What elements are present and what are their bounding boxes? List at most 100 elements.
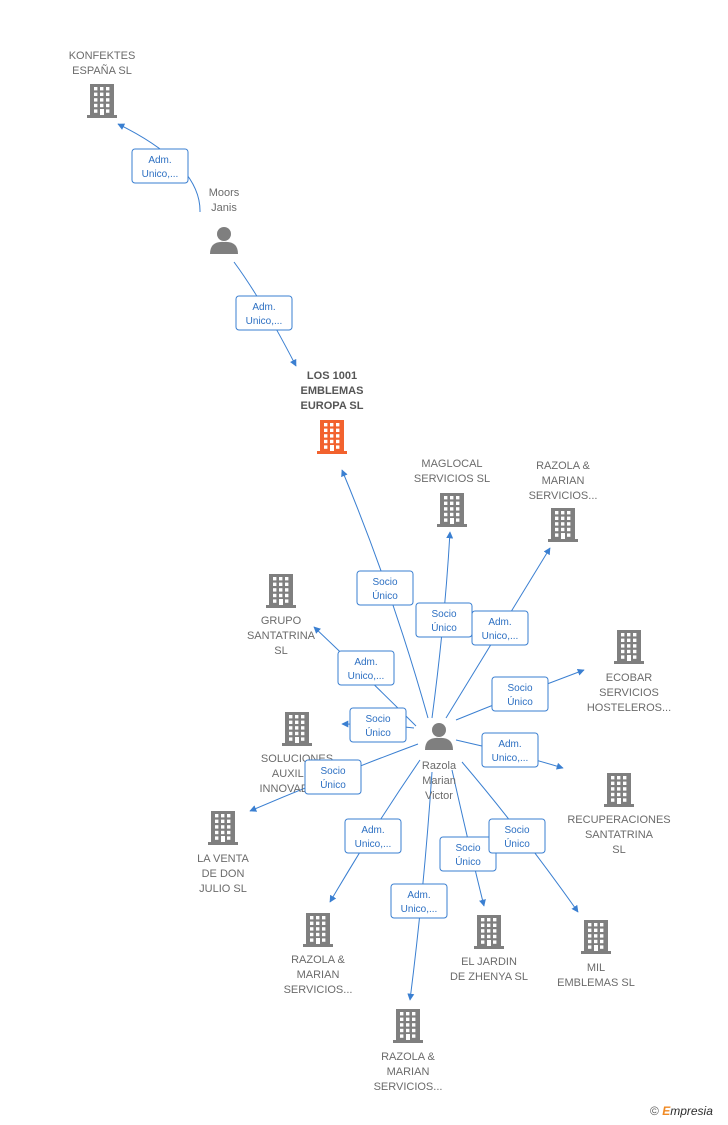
node-label: SERVICIOS SL (414, 473, 490, 485)
brand-logo-text: mpresia (670, 1104, 713, 1118)
building-icon (614, 630, 644, 664)
person-icon (210, 227, 238, 254)
relation-label-text: Único (431, 621, 457, 634)
node-label: SL (612, 844, 625, 856)
edge-labels-layer: Adm.Unico,...Adm.Unico,...SocioÚnicoSoci… (131, 148, 549, 919)
node-label: Marian (422, 775, 456, 787)
building-icon (604, 773, 634, 807)
relation-label-text: Único (372, 589, 398, 602)
relation-label-box (344, 818, 402, 854)
relation-label-text: Socio (455, 843, 480, 854)
building-icon (303, 913, 333, 947)
building-icon (474, 915, 504, 949)
company-node[interactable]: RAZOLA &MARIANSERVICIOS... (529, 460, 598, 542)
company-node[interactable]: RECUPERACIONES SANTATRINA SL (567, 773, 671, 856)
company-node[interactable]: MIL EMBLEMAS SL (557, 920, 635, 989)
relation-label-text: Adm. (361, 825, 384, 836)
building-icon (317, 420, 347, 454)
node-label: KONFEKTES (69, 50, 136, 62)
relation-label-text: Único (365, 726, 391, 739)
company-node[interactable]: KONFEKTES ESPAÑA SL (69, 50, 136, 118)
building-icon (581, 920, 611, 954)
building-icon (208, 811, 238, 845)
relation-label[interactable]: Adm. Unico,... (481, 732, 539, 768)
node-label: EMBLEMAS SL (557, 977, 635, 989)
company-node[interactable]: EL JARDIN DE ZHENYA SL (450, 915, 528, 983)
node-label: ECOBAR (606, 672, 653, 684)
relation-label-text: Unico,... (482, 631, 519, 642)
relation-label-box (491, 676, 549, 712)
node-label: DE ZHENYA SL (450, 971, 528, 983)
relation-label-text: Unico,... (246, 316, 283, 327)
company-node[interactable]: ECOBAR SERVICIOS HOSTELEROS... (587, 630, 671, 714)
relation-label-box (349, 707, 407, 743)
relation-label-box (356, 570, 414, 606)
node-label: EUROPA SL (301, 400, 364, 412)
relation-label-text: Adm. (498, 739, 521, 750)
relation-label-text: Socio (372, 577, 397, 588)
node-label: LOS 1001 (307, 370, 357, 382)
relation-label-text: Unico,... (355, 839, 392, 850)
node-label: RECUPERACIONES (567, 814, 670, 826)
brand-logo-initial: E (662, 1104, 671, 1118)
relation-label-text: Adm. (488, 617, 511, 628)
node-label: MARIAN (387, 1066, 430, 1078)
relation-label[interactable]: Adm. Unico,... (235, 295, 293, 331)
node-label: EL JARDIN (461, 956, 517, 968)
node-label: SL (274, 645, 287, 657)
relation-label-box (131, 148, 189, 184)
node-label: RAZOLA & (291, 954, 345, 966)
relation-label-text: Unico,... (492, 753, 529, 764)
node-label: Razola (422, 760, 457, 772)
company-node[interactable]: MAGLOCAL SERVICIOS SL (414, 458, 490, 527)
node-label: ESPAÑA SL (72, 64, 132, 77)
node-label: MIL (587, 962, 605, 974)
node-label: SANTATRINA (247, 630, 316, 642)
relation-label-text: Socio (504, 825, 529, 836)
node-label: SANTATRINA (585, 829, 654, 841)
relation-label-box (471, 610, 529, 646)
node-label: MAGLOCAL (421, 458, 482, 470)
building-icon (437, 493, 467, 527)
relation-label[interactable]: Adm.Unico,... (390, 883, 448, 919)
relation-label-text: Adm. (252, 302, 275, 313)
company-node[interactable]: RAZOLA &MARIANSERVICIOS... (284, 913, 353, 996)
copyright-symbol: © (650, 1104, 659, 1118)
building-icon (548, 508, 578, 542)
edges-layer (117, 123, 585, 1001)
person-icon (425, 723, 453, 750)
relation-label-text: Socio (507, 683, 532, 694)
node-label: LA VENTA (197, 853, 249, 865)
relation-label-box (235, 295, 293, 331)
relation-label[interactable]: Adm. Unico,... (471, 610, 529, 646)
node-label: HOSTELEROS... (587, 702, 671, 714)
company-node[interactable]: RAZOLA & MARIAN SERVICIOS... (374, 1009, 443, 1093)
node-label: RAZOLA & (381, 1051, 435, 1063)
relation-label[interactable]: Adm. Unico,... (344, 818, 402, 854)
relation-label-box (439, 836, 497, 872)
node-label: EMBLEMAS (301, 385, 364, 397)
node-label: SERVICIOS... (529, 490, 598, 502)
relation-label[interactable]: Adm. Unico,... (131, 148, 189, 184)
relation-label[interactable]: Adm.Unico,... (337, 650, 395, 686)
relation-label-text: Adm. (148, 155, 171, 166)
node-label: SERVICIOS... (374, 1081, 443, 1093)
node-label: SERVICIOS... (284, 984, 353, 996)
node-label: SERVICIOS (599, 687, 659, 699)
relation-label-text: Unico,... (142, 169, 179, 180)
building-icon (393, 1009, 423, 1043)
relation-label-box (304, 759, 362, 795)
